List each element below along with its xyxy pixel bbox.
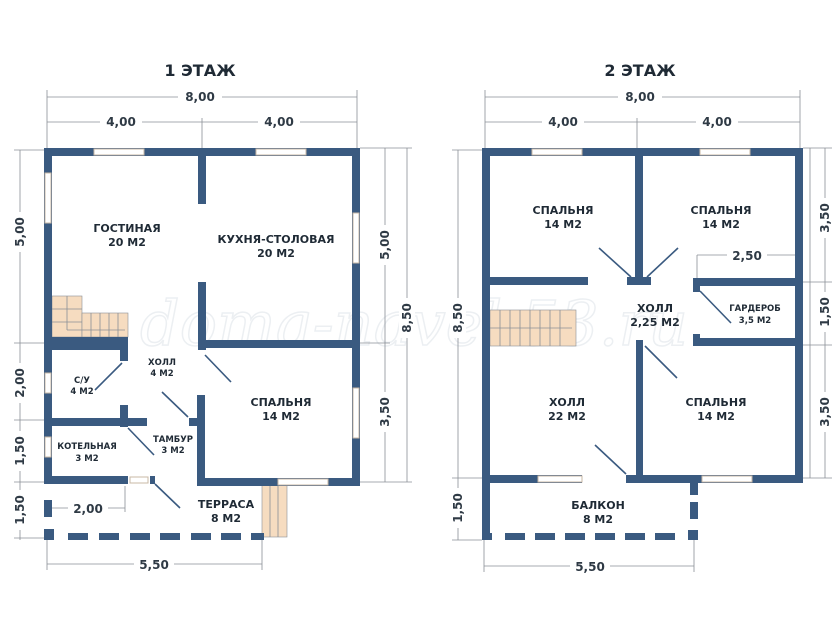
svg-text:8 М2: 8 М2 — [583, 513, 613, 526]
svg-text:СПАЛЬНЯ: СПАЛЬНЯ — [691, 204, 752, 217]
svg-text:СПАЛЬНЯ: СПАЛЬНЯ — [251, 396, 312, 409]
floor-2-dimensions: 8,00 4,00 4,00 8,50 1,50 3,50 1,50 3,50 … — [450, 88, 833, 574]
floor-1-windows — [44, 148, 360, 486]
svg-text:14 М2: 14 М2 — [697, 410, 735, 423]
dim-left-total: 8,50 — [451, 303, 465, 333]
dim-total-width: 8,00 — [625, 90, 655, 104]
dim-half-right: 4,00 — [702, 115, 732, 129]
dim-left-mid: 2,00 — [13, 368, 27, 398]
svg-text:ХОЛЛ: ХОЛЛ — [637, 302, 673, 315]
dim-wardrobe-width: 2,50 — [732, 249, 762, 263]
dim-right-top: 3,50 — [818, 203, 832, 233]
dim-right-top: 5,00 — [378, 230, 392, 260]
room-bathroom: С/У4 М2 — [70, 376, 93, 397]
svg-text:С/У: С/У — [74, 376, 90, 386]
dim-right-total: 8,50 — [400, 303, 414, 333]
floor-2-walls — [482, 148, 803, 540]
svg-text:14 М2: 14 М2 — [262, 410, 300, 423]
svg-text:ТЕРРАСА: ТЕРРАСА — [198, 498, 255, 511]
room-boiler: КОТЕЛЬНАЯ 3 М2 — [57, 442, 117, 464]
svg-text:20 М2: 20 М2 — [257, 247, 295, 260]
svg-text:3,5 М2: 3,5 М2 — [739, 316, 771, 326]
dim-bottom: 5,50 — [575, 560, 605, 574]
svg-text:14 М2: 14 М2 — [702, 218, 740, 231]
svg-text:14 М2: 14 М2 — [544, 218, 582, 231]
svg-text:БАЛКОН: БАЛКОН — [571, 499, 625, 512]
dim-left-terrace: 1,50 — [13, 495, 27, 525]
svg-text:4 М2: 4 М2 — [70, 387, 93, 397]
dim-right-low: 3,50 — [378, 397, 392, 427]
room-wardrobe: ГАРДЕРОБ 3,5 М2 — [729, 304, 781, 326]
dim-total-width: 8,00 — [185, 90, 215, 104]
dim-half-left: 4,00 — [106, 115, 136, 129]
svg-text:ТАМБУР: ТАМБУР — [153, 435, 193, 445]
dim-left-top: 5,00 — [13, 217, 27, 247]
dim-left-balcony: 1,50 — [451, 493, 465, 523]
svg-text:СПАЛЬНЯ: СПАЛЬНЯ — [533, 204, 594, 217]
terrace-steps — [261, 482, 288, 538]
svg-text:КУХНЯ-СТОЛОВАЯ: КУХНЯ-СТОЛОВАЯ — [218, 233, 335, 246]
floor-1-dimensions: 8,00 4,00 4,00 5,00 2,00 1,50 1,50 5,00 … — [12, 88, 415, 572]
svg-text:ГАРДЕРОБ: ГАРДЕРОБ — [729, 304, 781, 314]
svg-text:20 М2: 20 М2 — [108, 236, 146, 249]
dim-terrace-width: 2,00 — [73, 502, 103, 516]
svg-text:ГОСТИНАЯ: ГОСТИНАЯ — [93, 222, 160, 235]
dim-right-mid: 1,50 — [818, 297, 832, 327]
floor-2-plan: 2 ЭТАЖ 8,00 4,00 4,00 8,50 1,50 3,50 1,5… — [450, 61, 833, 574]
floor-1-doors — [94, 354, 232, 509]
dim-right-low: 3,50 — [818, 397, 832, 427]
floor-2-windows — [531, 148, 753, 483]
floor-2-doors — [594, 247, 732, 475]
floor-1-title: 1 ЭТАЖ — [164, 61, 236, 80]
floor-2-staircase — [489, 309, 577, 347]
dim-half-left: 4,00 — [548, 115, 578, 129]
svg-text:СПАЛЬНЯ: СПАЛЬНЯ — [686, 396, 747, 409]
svg-text:8 М2: 8 М2 — [211, 512, 241, 525]
dim-half-right: 4,00 — [264, 115, 294, 129]
svg-text:ХОЛЛ: ХОЛЛ — [549, 396, 585, 409]
dim-bottom: 5,50 — [139, 558, 169, 572]
svg-text:3 М2: 3 М2 — [161, 446, 184, 456]
svg-text:ХОЛЛ: ХОЛЛ — [148, 358, 176, 368]
svg-text:3 М2: 3 М2 — [75, 454, 98, 464]
svg-text:2,25 М2: 2,25 М2 — [630, 316, 680, 329]
floor-1-plan: 1 ЭТАЖ 8,00 4,00 4,00 5,00 2,00 1,50 1,5… — [12, 61, 415, 572]
svg-text:КОТЕЛЬНАЯ: КОТЕЛЬНАЯ — [57, 442, 117, 452]
svg-text:4 М2: 4 М2 — [150, 369, 173, 379]
floor-2-title: 2 ЭТАЖ — [604, 61, 676, 80]
svg-text:22 М2: 22 М2 — [548, 410, 586, 423]
floor-1-staircase — [51, 295, 129, 338]
dim-left-low: 1,50 — [13, 436, 27, 466]
